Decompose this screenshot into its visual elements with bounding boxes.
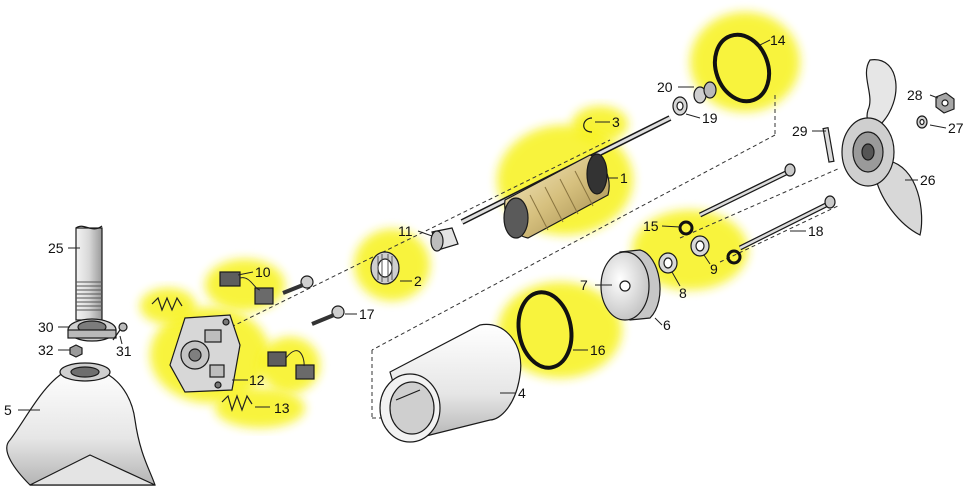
callout-7: 7 (580, 277, 588, 293)
callout-28: 28 (907, 87, 923, 103)
callout-labels: 1 2 3 4 5 6 7 8 9 10 11 12 13 14 15 16 1… (4, 32, 964, 418)
highlight-14 (690, 12, 800, 112)
shaft-tube (75, 225, 103, 321)
callout-17: 17 (359, 306, 375, 322)
callout-19: 19 (702, 110, 718, 126)
washer-9 (690, 235, 710, 257)
screw-17 (311, 305, 345, 326)
callout-20: 20 (657, 79, 673, 95)
motor-housing-4 (379, 323, 522, 443)
propeller-26 (841, 59, 923, 236)
prop-nut-28 (935, 92, 955, 114)
e-clip-3 (583, 117, 593, 133)
highlight-13 (215, 388, 305, 428)
washer-27 (916, 115, 928, 129)
callout-31: 31 (116, 343, 132, 359)
washer-19 (672, 96, 688, 116)
armature-1 (460, 115, 672, 239)
o-ring-9b (726, 249, 742, 265)
callout-14: 14 (770, 32, 786, 48)
callout-9: 9 (710, 261, 718, 277)
callout-10: 10 (255, 264, 271, 280)
washer-8 (658, 252, 678, 274)
spring-13 (221, 394, 253, 412)
callout-25: 25 (48, 240, 64, 256)
end-cap-6 (600, 249, 661, 321)
brush-plate (169, 314, 241, 393)
through-bolt-18 (738, 195, 836, 251)
washer-20 (693, 81, 717, 104)
callout-27: 27 (948, 120, 964, 136)
highlight-spring-left (140, 288, 196, 324)
callout-8: 8 (679, 285, 687, 301)
callout-15: 15 (643, 218, 659, 234)
callout-2: 2 (414, 273, 422, 289)
screw-upper (282, 275, 314, 295)
callout-30: 30 (38, 319, 54, 335)
callout-13: 13 (274, 400, 290, 416)
callout-26: 26 (920, 172, 936, 188)
callout-11: 11 (398, 223, 413, 239)
leader-lines (18, 39, 947, 411)
bearing-2 (370, 251, 400, 285)
callout-12: 12 (249, 372, 265, 388)
o-ring-16 (516, 290, 574, 370)
lower-unit-skeg (6, 362, 156, 486)
callout-1: 1 (620, 170, 628, 186)
callout-3: 3 (612, 114, 620, 130)
spring-left (151, 296, 183, 312)
callout-4: 4 (518, 385, 526, 401)
through-bolt-upper (698, 163, 796, 218)
callout-6: 6 (663, 317, 671, 333)
callout-18: 18 (808, 223, 824, 239)
drive-pin-29 (822, 127, 835, 163)
callout-5: 5 (4, 402, 12, 418)
callout-16: 16 (590, 342, 606, 358)
brush-10 (219, 271, 274, 305)
callout-32: 32 (38, 342, 54, 358)
screw-31 (112, 322, 128, 341)
callout-29: 29 (792, 123, 808, 139)
nut-32 (69, 344, 83, 358)
collar-clamp (67, 318, 117, 342)
brush-right (267, 350, 315, 380)
o-ring-15 (678, 220, 694, 236)
o-ring-14 (712, 32, 772, 104)
bushing-11 (430, 227, 459, 252)
